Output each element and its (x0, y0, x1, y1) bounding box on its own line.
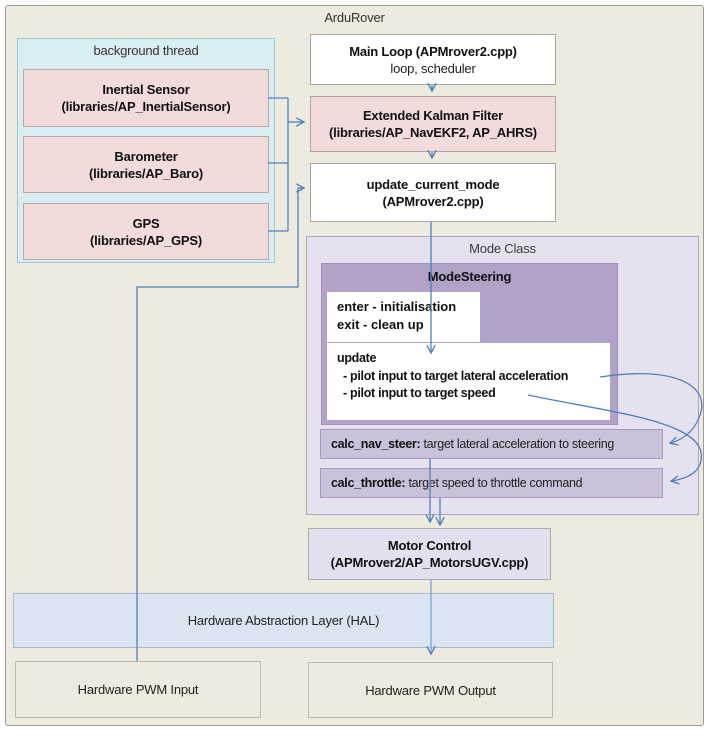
ekf-box: Extended Kalman Filter (libraries/AP_Nav… (310, 96, 556, 152)
inertial-sensor-title: Inertial Sensor (102, 82, 190, 97)
inertial-sensor-subtitle: (libraries/AP_InertialSensor) (61, 99, 231, 114)
calc-throttle-keyword: calc_throttle: (331, 476, 406, 490)
gps-box: GPS (libraries/AP_GPS) (23, 203, 269, 260)
gps-title: GPS (132, 215, 160, 231)
calc-nav-steer-keyword: calc_nav_steer: (331, 437, 421, 451)
calc-throttle-box: calc_throttle: target speed to throttle … (320, 468, 663, 498)
mode-class-label: Mode Class (469, 241, 536, 256)
motor-control-subtitle: (APMrover2/AP_MotorsUGV.cpp) (330, 555, 529, 570)
hardware-pwm-input-label: Hardware PWM Input (77, 682, 199, 697)
diagram-title: ArduRover (324, 10, 385, 25)
main-loop-subtitle: loop, scheduler (390, 60, 476, 76)
enter-exit-box: enter - initialisation exit - clean up (327, 292, 480, 342)
exit-line: exit - clean up (337, 317, 424, 332)
main-loop-title: Main Loop (APMrover2.cpp) (349, 43, 517, 59)
update-current-mode-box: update_current_mode (APMrover2.cpp) (310, 163, 556, 222)
gps-subtitle: (libraries/AP_GPS) (90, 232, 202, 248)
hal-label: Hardware Abstraction Layer (HAL) (187, 613, 380, 628)
motor-control-box: Motor Control (APMrover2/AP_MotorsUGV.cp… (308, 528, 551, 580)
update-current-mode-title: update_current_mode (366, 176, 500, 192)
enter-line: enter - initialisation (337, 299, 457, 314)
hardware-pwm-output-label: Hardware PWM Output (365, 682, 496, 698)
barometer-subtitle: (libraries/AP_Baro) (89, 165, 203, 181)
update-box: update - pilot input to target lateral a… (327, 343, 610, 420)
hal-box: Hardware Abstraction Layer (HAL) (13, 593, 554, 648)
hardware-pwm-output-box: Hardware PWM Output (308, 662, 553, 718)
update-current-mode-subtitle: (APMrover2.cpp) (382, 193, 484, 209)
background-thread-label: background thread (93, 43, 199, 58)
mode-steering-title: ModeSteering (427, 269, 512, 284)
motor-control-title: Motor Control (387, 538, 472, 553)
barometer-title: Barometer (114, 148, 178, 164)
update-bullet-speed: - pilot input to target speed (343, 386, 496, 400)
main-loop-box: Main Loop (APMrover2.cpp) loop, schedule… (310, 34, 556, 85)
calc-throttle-description: target speed to throttle command (405, 476, 583, 490)
inertial-sensor-box: Inertial Sensor (libraries/AP_InertialSe… (23, 69, 269, 127)
ekf-title: Extended Kalman Filter (362, 108, 504, 123)
calc-nav-steer-description: target lateral acceleration to steering (420, 437, 615, 451)
update-bullet-lateral-accel: - pilot input to target lateral accelera… (343, 368, 569, 383)
hardware-pwm-input-box: Hardware PWM Input (15, 661, 261, 718)
calc-nav-steer-box: calc_nav_steer: target lateral accelerat… (320, 429, 663, 459)
barometer-box: Barometer (libraries/AP_Baro) (23, 136, 269, 193)
ekf-subtitle: (libraries/AP_NavEKF2, AP_AHRS) (329, 125, 537, 140)
update-heading: update (337, 351, 377, 365)
